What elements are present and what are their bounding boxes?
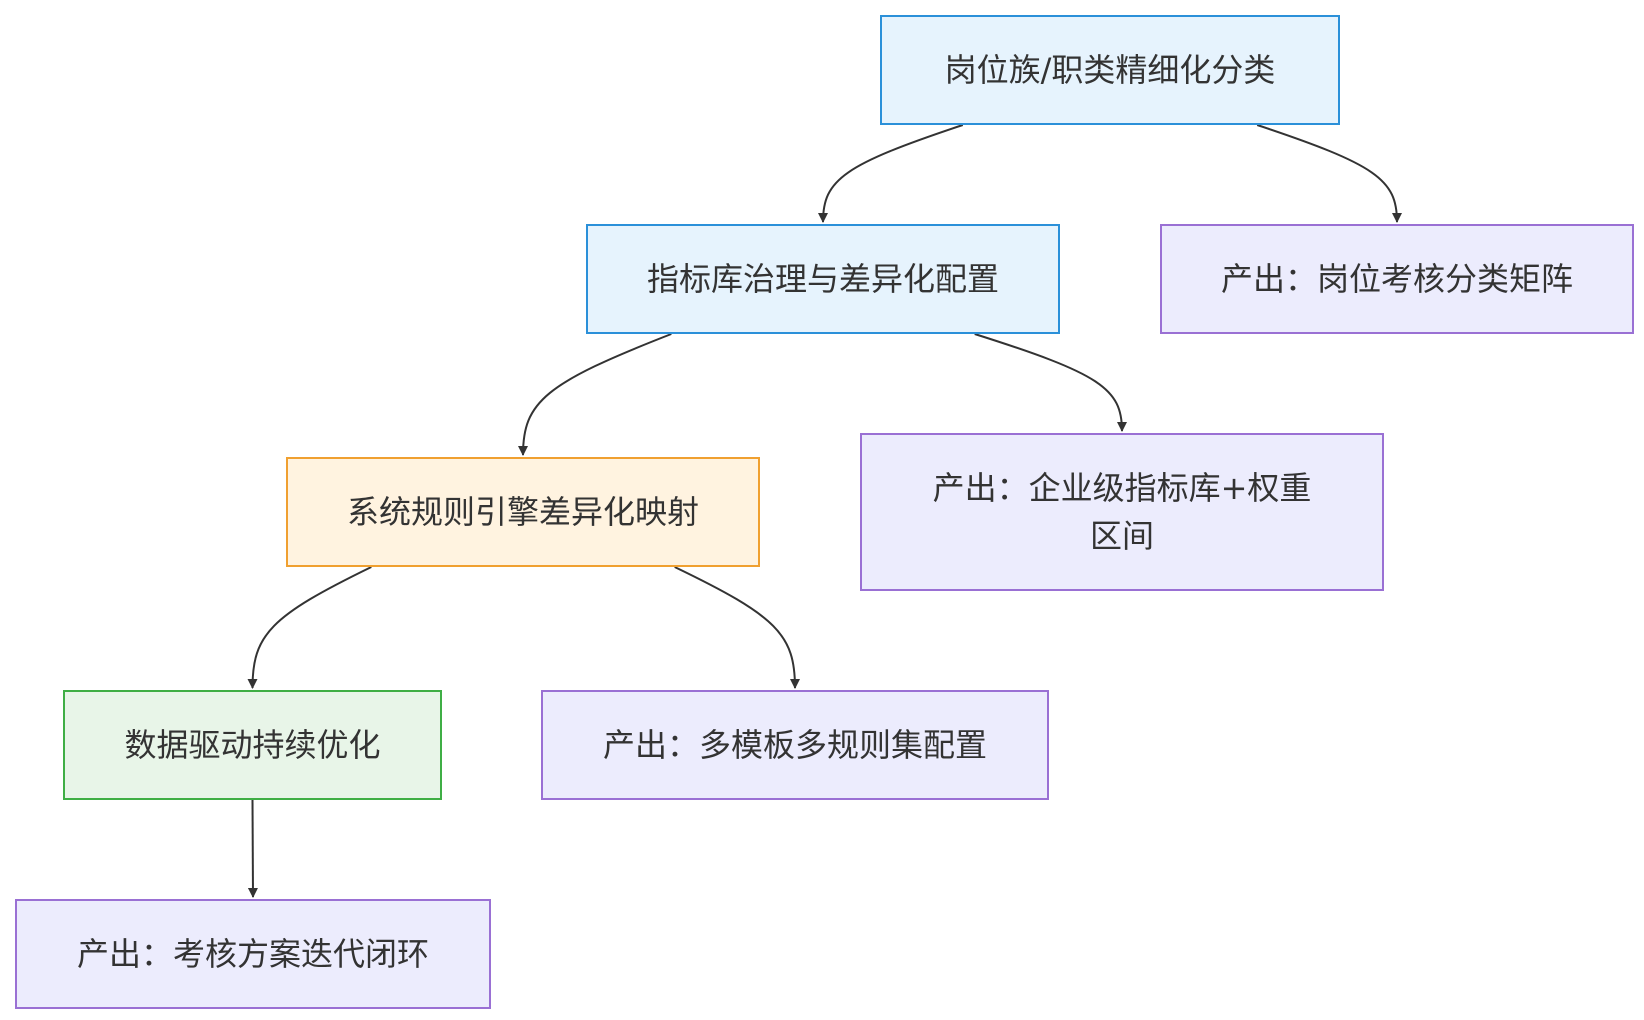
node-indicator-library-governance: 指标库治理与差异化配置: [586, 224, 1060, 334]
node-rule-engine-mapping: 系统规则引擎差异化映射: [286, 457, 760, 567]
node-label: 岗位族/职类精细化分类: [944, 51, 1276, 89]
edge-n6-n8: [247, 799, 258, 898]
node-label: 产出：企业级指标库+权重 区间: [933, 464, 1312, 560]
node-label: 指标库治理与差异化配置: [646, 260, 999, 298]
edge-n4-n6: [247, 566, 372, 689]
node-data-driven-optimization: 数据驱动持续优化: [63, 690, 442, 800]
node-label: 系统规则引擎差异化映射: [346, 493, 699, 531]
node-label: 产出：考核方案迭代闭环: [76, 935, 429, 973]
node-output-multi-template-config: 产出：多模板多规则集配置: [541, 690, 1049, 800]
node-label: 数据驱动持续优化: [124, 726, 381, 764]
node-label: 产出：岗位考核分类矩阵: [1220, 260, 1573, 298]
node-output-indicator-library: 产出：企业级指标库+权重 区间: [860, 433, 1384, 591]
node-output-classification-matrix: 产出：岗位考核分类矩阵: [1160, 224, 1634, 334]
node-output-iteration-loop: 产出：考核方案迭代闭环: [15, 899, 491, 1009]
node-label-line-2: 区间: [1089, 517, 1154, 555]
edge-n1-n2: [818, 124, 964, 223]
node-label: 产出：多模板多规则集配置: [602, 726, 987, 764]
edge-n2-n5: [974, 333, 1127, 432]
edge-n4-n7: [674, 566, 800, 689]
edge-n2-n4: [518, 333, 672, 456]
node-job-family-classification: 岗位族/职类精细化分类: [880, 15, 1340, 125]
node-label-line-1: 产出：企业级指标库+权重: [932, 469, 1312, 507]
edge-n1-n3: [1256, 124, 1402, 223]
